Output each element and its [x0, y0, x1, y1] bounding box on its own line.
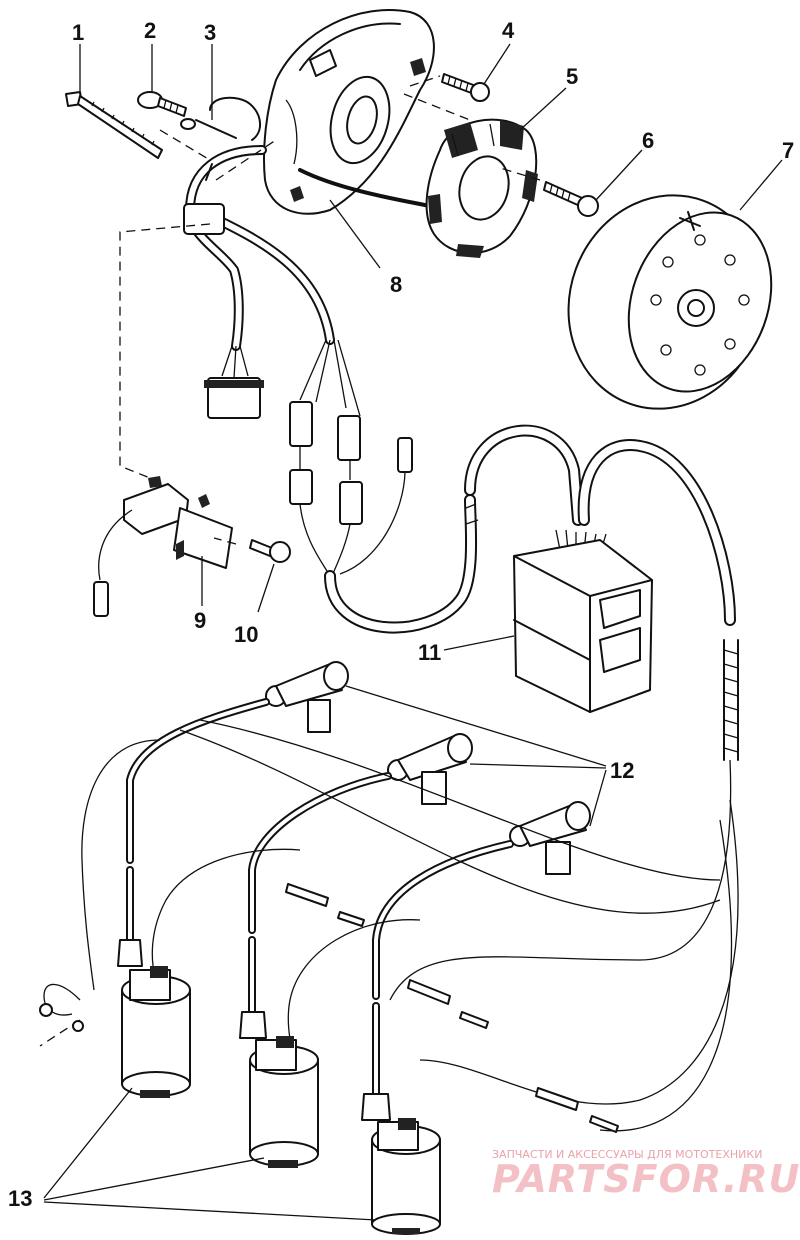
spark-plug-cap-1 [265, 661, 349, 733]
watermark-logo: PARTSFOR.RU [492, 1157, 800, 1201]
assembly-lines [39, 75, 541, 1047]
part-3-clamp [180, 96, 261, 141]
leader-lines [43, 43, 783, 1221]
ignition-coil-1 [117, 939, 191, 1098]
part-7-flywheel [567, 194, 773, 410]
ignition-coil-2 [239, 1011, 319, 1168]
callout-1: 1 [72, 20, 84, 45]
part-11-cdi-module [513, 539, 653, 713]
part-9-bracket [93, 476, 233, 617]
callout-numbers: 1 2 3 4 5 6 7 8 9 10 11 12 13 [8, 18, 794, 1211]
part-10-screw [249, 539, 291, 563]
callout-10: 10 [234, 622, 258, 647]
part-6-screw [543, 181, 599, 217]
callout-9: 9 [194, 608, 206, 633]
part-4-screw [441, 73, 490, 102]
ignition-leads [39, 698, 739, 1133]
callout-6: 6 [642, 128, 654, 153]
watermark: ЗАПЧАСТИ И АКСЕССУАРЫ ДЛЯ МОТОТЕХНИКИ PA… [492, 1148, 800, 1201]
callout-8: 8 [390, 272, 402, 297]
callout-7: 7 [782, 138, 794, 163]
part-5-stator-coil [425, 118, 538, 258]
spark-plug-cap-2 [387, 733, 473, 805]
spark-plug-cap-3 [509, 801, 591, 875]
callout-11: 11 [418, 640, 441, 665]
cdi-harness [324, 424, 739, 761]
part-1-cable-tie [65, 91, 163, 159]
callout-4: 4 [502, 18, 515, 43]
part-8-stator-plate [263, 8, 435, 215]
watermark-tagline: ЗАПЧАСТИ И АКСЕССУАРЫ ДЛЯ МОТОТЕХНИКИ [492, 1148, 762, 1161]
ignition-coil-3 [361, 1093, 441, 1235]
part-12-spark-plug-caps [265, 661, 591, 875]
callout-12: 12 [610, 758, 634, 783]
callout-13: 13 [8, 1186, 32, 1211]
callout-5: 5 [566, 64, 578, 89]
part-13-ignition-coils [117, 939, 441, 1235]
part-2-screw [137, 91, 187, 117]
callout-3: 3 [204, 20, 216, 45]
callout-2: 2 [144, 18, 156, 43]
stator-wire-harness [183, 145, 413, 577]
